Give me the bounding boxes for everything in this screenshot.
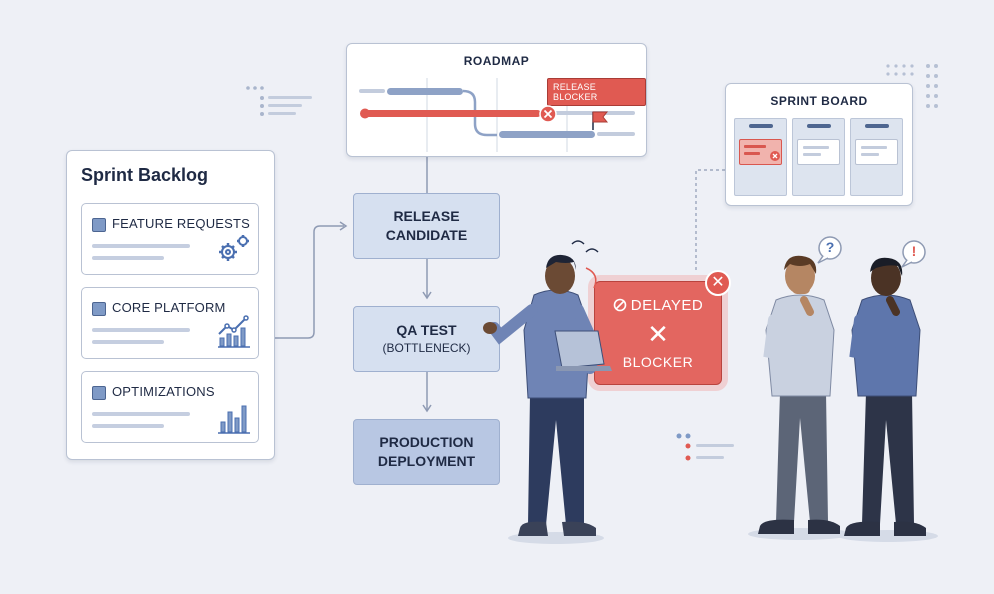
delayed-label: DELAYED xyxy=(630,297,704,314)
close-circle-icon xyxy=(770,151,780,161)
sprint-board-panel: SPRINT BOARD xyxy=(725,83,913,206)
flag-icon xyxy=(592,111,609,130)
roadmap-panel: ROADMAP RELEASE BLOCKER xyxy=(346,43,647,157)
delayed-row: DELAYED xyxy=(595,297,721,314)
text-placeholder-line xyxy=(92,328,190,332)
production-deployment-step[interactable]: PRODUCTION DEPLOYMENT xyxy=(353,419,500,485)
bar-chart-icon xyxy=(218,405,250,434)
board-column xyxy=(850,118,903,196)
release-candidate-label: RELEASE CANDIDATE xyxy=(385,208,468,243)
blocker-cross: ✕ xyxy=(647,319,669,349)
close-circle-icon xyxy=(539,105,557,123)
backlog-item-feature-requests[interactable]: FEATURE REQUESTS xyxy=(81,203,259,275)
sprint-backlog-panel: Sprint Backlog FEATURE REQUESTS CORE PLA… xyxy=(66,150,275,460)
backlog-item-label: FEATURE REQUESTS xyxy=(112,216,251,231)
qa-test-sublabel: (BOTTLENECK) xyxy=(382,341,471,356)
release-candidate-step[interactable]: RELEASE CANDIDATE xyxy=(353,193,500,259)
sprint-board-title: SPRINT BOARD xyxy=(770,94,868,108)
board-column xyxy=(792,118,845,196)
delayed-blocker-alert: DELAYED ✕ BLOCKER xyxy=(594,281,722,385)
task-card[interactable] xyxy=(855,139,898,165)
release-blocker-tag: RELEASE BLOCKER xyxy=(547,78,646,106)
question-bubble-text: ? xyxy=(825,239,835,255)
qa-test-step[interactable]: QA TEST (BOTTLENECK) xyxy=(353,306,500,372)
text-placeholder-line xyxy=(92,340,164,344)
text-placeholder-line xyxy=(92,244,190,248)
gears-icon xyxy=(219,235,249,261)
backlog-item-core-platform[interactable]: CORE PLATFORM xyxy=(81,287,259,359)
roadmap-timeline xyxy=(359,78,635,152)
exclaim-bubble-text: ! xyxy=(911,243,917,259)
blocked-card[interactable] xyxy=(739,139,782,165)
production-deployment-label: PRODUCTION DEPLOYMENT xyxy=(377,434,476,469)
text-placeholder-line xyxy=(92,256,164,260)
blocker-label: BLOCKER xyxy=(622,354,694,370)
board-column xyxy=(734,118,787,196)
checkbox-icon[interactable] xyxy=(92,302,106,316)
backlog-item-optimizations[interactable]: OPTIMIZATIONS xyxy=(81,371,259,443)
no-entry-icon xyxy=(613,298,627,312)
thinking-figure-right xyxy=(844,257,926,536)
backlog-item-label: CORE PLATFORM xyxy=(112,300,226,315)
text-placeholder-line xyxy=(92,424,164,428)
qa-test-label: QA TEST xyxy=(396,322,457,339)
text-placeholder-line xyxy=(92,412,190,416)
backlog-item-label: OPTIMIZATIONS xyxy=(112,384,215,399)
presenter-figure xyxy=(483,254,612,536)
checkbox-icon[interactable] xyxy=(92,386,106,400)
checkbox-icon[interactable] xyxy=(92,218,106,232)
alert-close-button[interactable]: ✕ xyxy=(705,270,731,296)
thinking-figure-left xyxy=(758,255,840,534)
line-chart-icon xyxy=(218,315,250,348)
task-card[interactable] xyxy=(797,139,840,165)
sprint-backlog-title: Sprint Backlog xyxy=(81,165,209,185)
roadmap-title: ROADMAP xyxy=(463,54,530,68)
